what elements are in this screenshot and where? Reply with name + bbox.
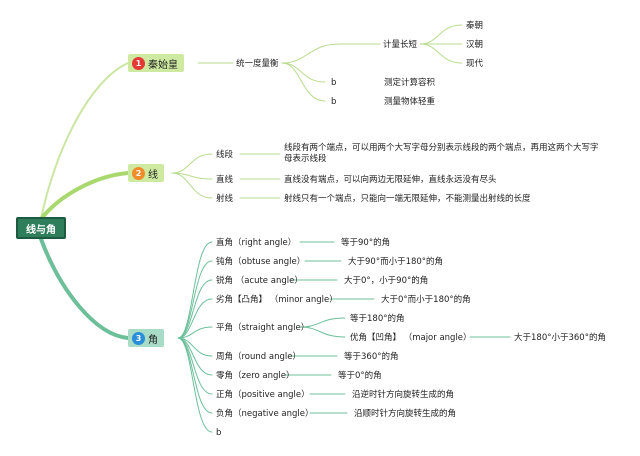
link-b3-child-8	[177, 337, 213, 395]
desc-zhijiao: 等于90°的角	[341, 238, 391, 248]
link-jiliang-xiandai	[419, 43, 463, 64]
node-hanchao[interactable]: 汉朝	[466, 40, 484, 50]
root-link-branch-3	[39, 237, 130, 340]
link-b3-child-4	[177, 298, 213, 339]
node-tongyi-duliangheng[interactable]: 统一度量衡	[236, 59, 279, 69]
node-prefix: b	[331, 97, 337, 107]
node-rongji[interactable]: 测定计算容积	[384, 78, 436, 88]
link-b2-shexian	[171, 172, 213, 199]
node-zhoujiao[interactable]: 周角（round angle）	[216, 352, 301, 362]
root-link-branch-1	[40, 62, 129, 220]
number-1-icon: 1	[132, 56, 145, 70]
node-xianduan[interactable]: 线段	[216, 150, 234, 160]
node-shexian[interactable]: 射线	[216, 194, 234, 204]
link-jiliang-qin	[419, 24, 463, 45]
desc-xianduan: 线段有两个端点，可以用两个大写字母分别表示线段的两个端点，再用这两个大写字母表示…	[284, 143, 599, 164]
link-b3-child-5	[177, 326, 213, 339]
link-tongyi-rongji	[281, 62, 326, 83]
node-zhengjiao[interactable]: 正角（positive angle）	[216, 390, 310, 400]
node-prefix: b	[331, 78, 337, 88]
link-pingjiao-desc	[299, 317, 346, 328]
desc-youjiao: 大于180°小于360°的角	[514, 333, 606, 343]
link-b3-child-2	[177, 260, 213, 339]
node-jiliang-changduan[interactable]: 计量长短	[383, 40, 418, 50]
desc-dunjiao: 大于90°而小于180°的角	[348, 257, 444, 267]
desc-zhoujiao: 等于360°的角	[344, 352, 399, 362]
desc-zhixian: 直线没有端点，可以向两边无限延伸，直线永远没有尽头	[284, 175, 497, 185]
node-b[interactable]: b	[216, 428, 222, 438]
number-3-icon: 3	[132, 331, 145, 345]
link-tongyi-qingzhong	[281, 62, 326, 102]
branch-node-xian[interactable]: 2 线	[128, 164, 164, 182]
root-link-branch-2	[39, 171, 130, 221]
branch-label: 线	[148, 169, 158, 181]
branch-label: 秦始皇	[148, 59, 178, 71]
branch-node-qinshihuang[interactable]: 1 秦始皇	[128, 54, 184, 72]
desc-shexian: 射线只有一个端点，只能向一端无限延伸，不能测量出射线的长度	[284, 194, 531, 204]
node-qingzhong[interactable]: 测量物体轻重	[384, 97, 436, 107]
link-tongyi-jiliang	[281, 43, 341, 64]
branch-label: 角	[148, 334, 158, 346]
node-pingjiao[interactable]: 平角（straight angle）	[216, 323, 310, 333]
node-dunjiao[interactable]: 钝角（obtuse angle）	[216, 257, 306, 267]
root-label: 线与角	[26, 224, 56, 236]
node-zhijiao[interactable]: 直角（right angle）	[216, 238, 297, 248]
desc-liejiao: 大于0°而小于180°的角	[381, 295, 471, 305]
node-fujiao[interactable]: 负角（negative angle）	[216, 409, 314, 419]
link-b3-child-9	[177, 337, 213, 414]
link-b3-child-1	[177, 241, 213, 339]
node-youjiao[interactable]: 优角【凹角】 （major angle）	[350, 333, 472, 343]
number-2-icon: 2	[132, 166, 145, 180]
desc-lingjiao: 等于0°的角	[338, 371, 382, 381]
desc-zhengjiao: 沿逆时针方向旋转生成的角	[352, 390, 455, 400]
desc-ruijiao: 大于0°，小于90°的角	[344, 276, 429, 286]
desc-pingjiao: 等于180°的角	[350, 314, 405, 324]
desc-fujiao: 沿顺时针方向旋转生成的角	[354, 409, 457, 419]
node-ruijiao[interactable]: 锐角 （acute angle）	[216, 276, 303, 286]
node-lingjiao[interactable]: 零角（zero angle）	[216, 371, 295, 381]
link-b3-child-10	[177, 337, 213, 433]
root-node[interactable]: 线与角	[16, 217, 66, 239]
link-b2-xianduan	[171, 153, 213, 174]
link-pingjiao-youjiao	[299, 326, 346, 338]
node-xiandai[interactable]: 现代	[466, 59, 484, 69]
branch-node-jiao[interactable]: 3 角	[128, 329, 164, 347]
link-b3-child-3	[177, 279, 213, 339]
node-liejiao[interactable]: 劣角【凸角】 （minor angle）	[216, 295, 338, 305]
node-zhixian[interactable]: 直线	[216, 175, 234, 185]
node-qinchao[interactable]: 秦朝	[466, 21, 484, 31]
